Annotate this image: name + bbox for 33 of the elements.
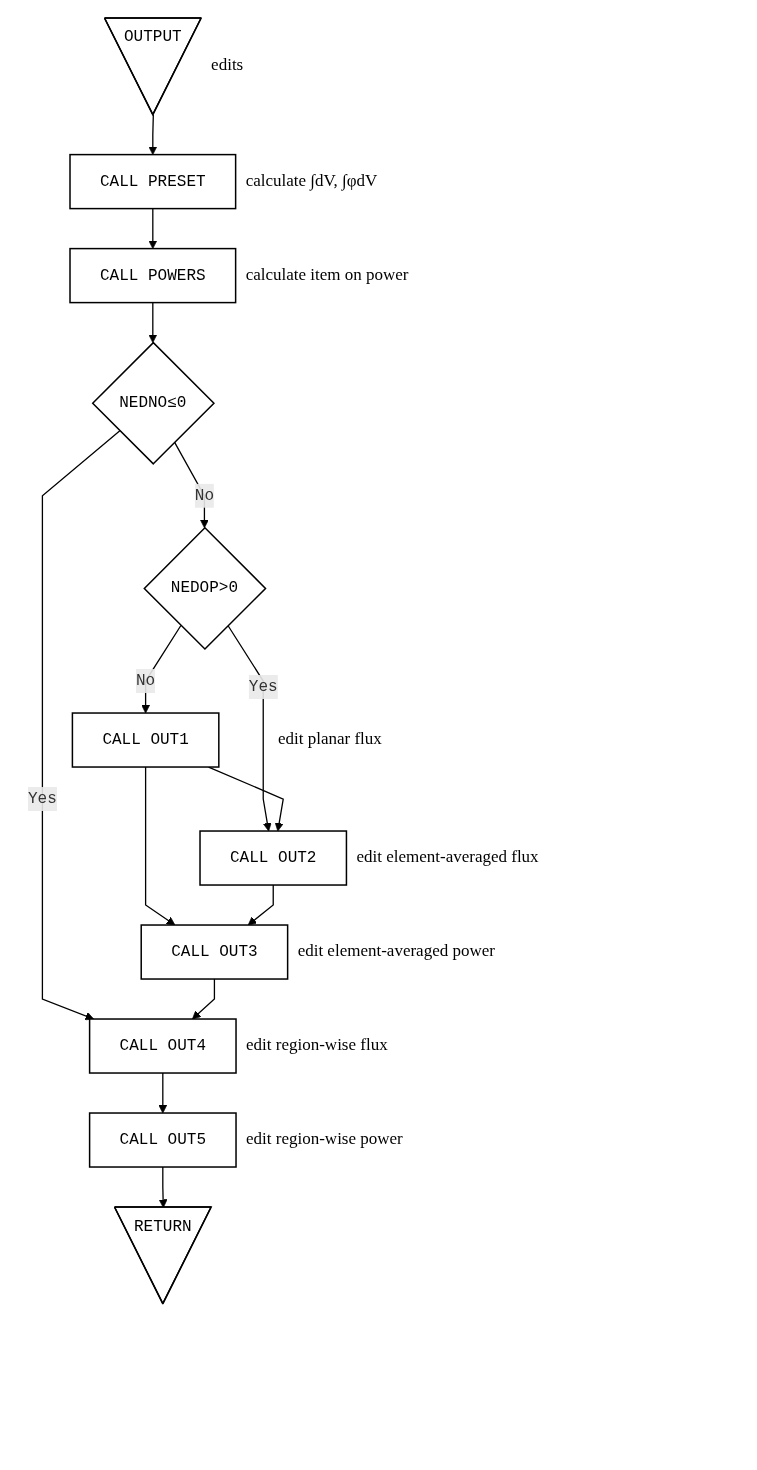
- annotation-text: calculate item on power: [245, 264, 409, 285]
- arrow: [247, 884, 274, 926]
- arrow: [148, 114, 158, 155]
- node-box: CALL OUT4: [88, 1018, 237, 1074]
- arrow: [158, 1072, 168, 1114]
- node-box: CALL OUT5: [88, 1112, 237, 1168]
- annotation-text: calculate ∫dV, ∫φdV: [245, 170, 378, 191]
- annotation-text: edits: [211, 55, 244, 76]
- edge-label: Yes: [28, 790, 57, 809]
- arrow: [141, 624, 182, 714]
- annotation-text: edit element-averaged power: [297, 941, 495, 961]
- annotation-text: edit region-wise power: [246, 1129, 403, 1149]
- edge-label: Yes: [248, 678, 278, 697]
- node-box: CALL POWERS: [69, 247, 237, 304]
- arrow: [158, 1166, 168, 1208]
- arrow: [227, 624, 272, 832]
- node-box: CALL OUT1: [71, 712, 220, 768]
- node-box: CALL OUT2: [199, 830, 348, 886]
- node-diamond: NEDNO≤0: [91, 341, 215, 465]
- arrow: [144, 766, 176, 926]
- arrow: [192, 978, 216, 1020]
- arrow: [41, 430, 121, 1021]
- arrow: [173, 441, 209, 529]
- node-box: CALL OUT3: [140, 924, 289, 980]
- annotation-text: edit planar flux: [277, 729, 382, 749]
- arrow: [148, 207, 158, 249]
- annotation-text: edit element-averaged flux: [356, 847, 539, 867]
- annotation-text: edit region-wise flux: [246, 1035, 388, 1055]
- arrow: [148, 301, 158, 343]
- edge-label: No: [136, 672, 156, 691]
- node-box: CALL PRESET: [69, 153, 237, 210]
- edge-label: No: [194, 486, 215, 505]
- node-diamond: NEDOP>0: [143, 526, 267, 651]
